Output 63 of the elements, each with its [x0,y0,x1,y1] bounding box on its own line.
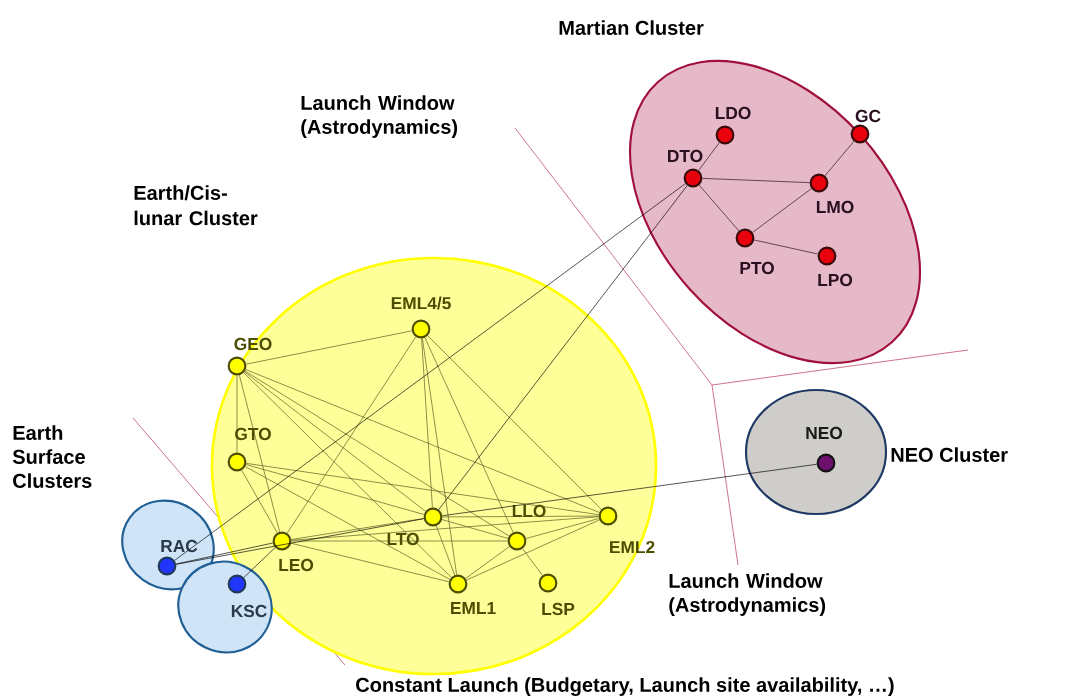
connector-line [291,540,508,542]
connector-line [698,142,720,171]
dot-label: LEO [279,558,314,572]
dot-label: KSC [231,604,267,618]
connector-line [753,239,819,255]
region-label: Launch Window (Astrodynamics) [669,573,826,616]
connector-line [291,516,599,541]
connector-line [241,469,278,534]
connector-line [422,337,457,576]
connector-line [421,338,433,508]
connector-line [424,337,514,533]
connector-line [522,548,543,576]
dot-label: LDO [715,106,751,120]
dot-label: LSP [542,602,575,616]
dot-label: PTO [740,261,774,275]
connector-line [466,519,600,581]
connector-line [245,330,413,365]
connector-line [525,518,600,539]
connector-line [174,183,686,561]
connector-line [243,372,452,578]
connector-line [438,185,688,510]
connector-line [236,375,238,453]
connector-line [465,546,510,579]
dot-label: GEO [234,337,272,351]
cluster-ellipse [177,560,273,654]
dot-label: LMO [816,200,854,214]
connector-line [245,464,425,515]
dot-label: LLO [512,504,546,518]
cluster-heading: Earth/Cis-lunar Cluster [134,185,258,226]
dot-label: DTO [668,149,703,163]
connector-line [243,547,276,578]
region-label: Earth Surface Clusters [12,425,92,488]
connector-line [239,374,280,533]
dot-label: GTO [235,427,271,441]
connector-line [175,518,425,565]
connector-line [702,178,810,183]
dot-label: GC [855,109,881,123]
connector-line [175,542,274,565]
region-label: Constant Launch (Budgetary, Launch site availability, …) [356,677,894,696]
dot-label: RAC [161,539,198,553]
connector-line [245,369,600,513]
connector-line [245,463,600,515]
connector-line [286,336,417,534]
connector-line [435,525,456,576]
connector-line [244,466,451,580]
region-label: Launch Window (Astrodynamics) [301,95,458,138]
dot-label: NEO [806,426,843,440]
connector-line [698,184,740,232]
connector-line [290,542,450,583]
dot-label: EML1 [451,602,496,614]
dot-label: EML4/5 [391,296,451,310]
connector-line [441,519,509,539]
connector-line [427,335,602,510]
connector-line [752,188,812,233]
dot-label: LTO [387,532,419,546]
connector-line [442,463,818,517]
connector-line [824,140,855,177]
connector-line [244,370,510,537]
dot-label: LPO [818,273,853,287]
connector-line [244,371,426,512]
cluster-heading: Martian Cluster [559,20,704,35]
cluster-heading: NEO Cluster [891,447,1008,462]
connector-line [442,515,599,518]
